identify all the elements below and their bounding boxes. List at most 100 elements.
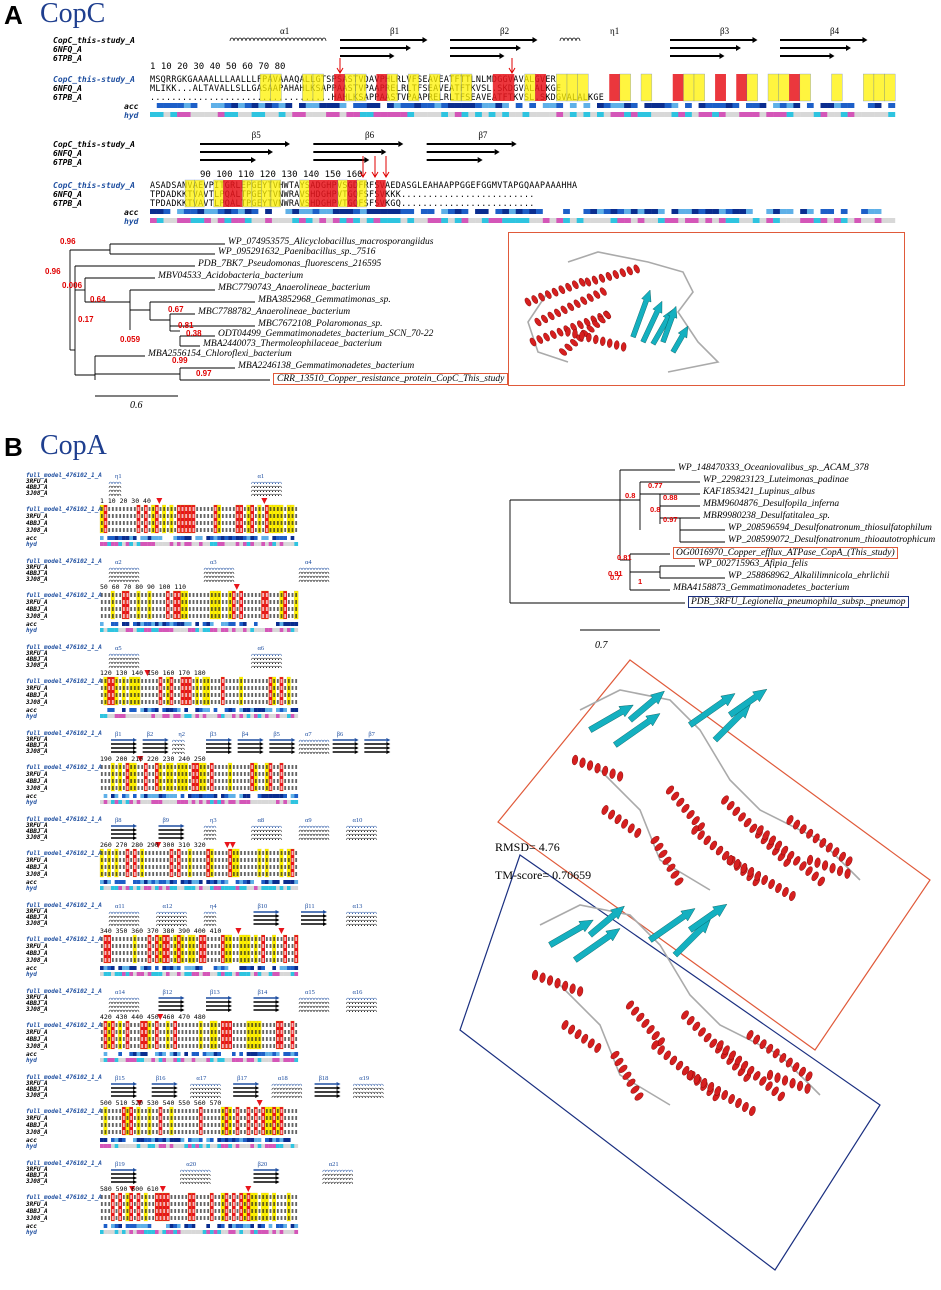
acc-cell — [111, 966, 115, 970]
hyd-cell — [380, 112, 388, 117]
residue-glyph — [115, 507, 118, 511]
hyd-cell — [188, 1058, 192, 1062]
hyd-cell — [147, 1230, 152, 1234]
residue-glyph — [155, 614, 158, 618]
residue-glyph — [251, 693, 254, 697]
residue-glyph — [218, 679, 221, 683]
copa-helix — [156, 911, 187, 915]
hyd-cell — [202, 714, 207, 718]
hyd-cell — [125, 1144, 130, 1148]
residue-glyph — [100, 514, 103, 518]
helix-turn — [825, 842, 833, 853]
bootstrap-value: 0.88 — [663, 493, 678, 502]
residue-glyph — [258, 858, 261, 862]
residue-glyph — [126, 872, 129, 876]
residue-glyph — [269, 693, 272, 697]
hyd-cell — [221, 800, 225, 804]
residue-glyph — [203, 1195, 206, 1199]
residue-glyph — [155, 1216, 158, 1220]
hyd-cell — [173, 886, 178, 890]
residue-glyph — [276, 1044, 279, 1048]
variable-column — [228, 505, 233, 533]
acc-cell — [597, 209, 604, 214]
acc-cell — [265, 794, 269, 798]
residue-glyph — [122, 772, 125, 776]
hyd-cell — [305, 112, 313, 117]
acc-cell — [258, 103, 266, 108]
variable-column — [294, 677, 299, 705]
residue-glyph — [122, 1044, 125, 1048]
residue-glyph — [126, 700, 129, 704]
acc-cell — [206, 622, 211, 626]
residue-glyph — [199, 944, 202, 948]
residue-glyph — [141, 1123, 144, 1127]
residue-glyph — [221, 858, 224, 862]
acc-cell — [235, 536, 240, 540]
residue-glyph — [170, 700, 173, 704]
residue-glyph — [104, 693, 107, 697]
acc-cell — [151, 536, 156, 540]
variable-column — [103, 763, 108, 791]
residue-glyph — [199, 1116, 202, 1120]
variable-column — [235, 1193, 240, 1221]
copa-strand-head — [323, 922, 327, 926]
hyd-cell — [257, 714, 262, 718]
copa-strand-head — [275, 1172, 280, 1176]
residue-glyph — [280, 514, 283, 518]
hyd-cell — [232, 628, 236, 632]
copa-ruler: 190 200 210 220 230 240 250 — [100, 755, 206, 763]
hyd-cell — [287, 714, 291, 718]
residue-glyph — [188, 700, 191, 704]
variable-column — [111, 1107, 115, 1135]
hyd-cell — [166, 1058, 170, 1062]
acc-cell — [118, 708, 123, 712]
acc-cell — [637, 209, 645, 214]
residue-glyph — [225, 1044, 228, 1048]
residue-glyph — [133, 1030, 136, 1034]
copa-ss-name: 3RFU_A — [26, 1080, 48, 1087]
residue-glyph — [229, 607, 232, 611]
acc-cell — [199, 966, 203, 970]
acc-cell — [243, 966, 247, 970]
acc-cell — [100, 536, 104, 540]
hyd-cell — [213, 800, 218, 804]
hyd-cell — [250, 886, 255, 890]
hyd-cell — [213, 1230, 218, 1234]
strand-arrow — [728, 688, 768, 718]
hyd-cell — [867, 218, 875, 223]
residue-glyph — [159, 679, 162, 683]
residue-glyph — [104, 858, 107, 862]
acc-cell — [420, 103, 428, 108]
residue-glyph — [170, 514, 173, 518]
residue-glyph — [265, 872, 268, 876]
helix-turn — [634, 1092, 644, 1101]
similar-column — [640, 73, 653, 102]
residue-glyph — [111, 679, 114, 683]
hyd-cell — [268, 1144, 273, 1148]
copa-seq-name: 3J08_A — [26, 527, 48, 534]
residue-glyph — [166, 607, 169, 611]
copa-strand-head — [275, 918, 280, 922]
acc-cell — [246, 1224, 251, 1228]
acc-cell — [243, 1138, 247, 1142]
hyd-cell — [111, 542, 115, 546]
residue-glyph — [247, 1037, 250, 1041]
helix-turn — [821, 860, 829, 871]
acc-cell — [111, 1138, 115, 1142]
residue-glyph — [287, 593, 290, 597]
residue-glyph — [122, 614, 125, 618]
copa-ss-name: 4BBJ_A — [26, 1172, 48, 1179]
residue-glyph — [265, 600, 268, 604]
residue-glyph — [229, 1195, 232, 1199]
acc-cell — [217, 209, 225, 214]
acc-cell — [188, 1052, 192, 1056]
helix-turn — [544, 290, 552, 299]
hyd-cell — [177, 1230, 181, 1234]
residue-glyph — [284, 693, 287, 697]
residue-glyph — [247, 1023, 250, 1027]
copa-strand-head — [275, 1004, 280, 1008]
residue-glyph — [258, 607, 261, 611]
acc-cell — [107, 1138, 112, 1142]
residue-glyph — [276, 693, 279, 697]
